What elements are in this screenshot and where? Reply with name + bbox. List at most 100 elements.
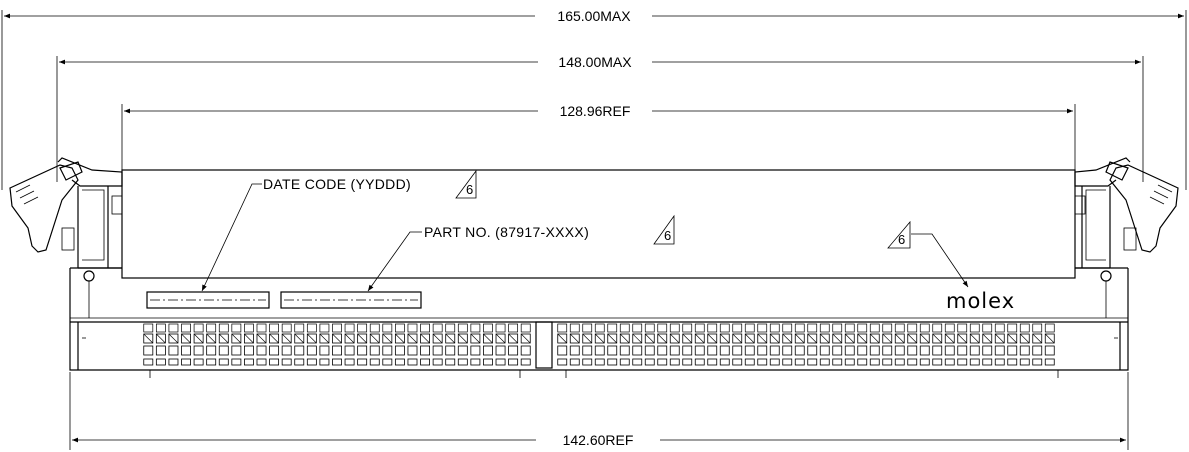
contact-pin (644, 333, 655, 344)
contact-pin (306, 358, 317, 366)
contact-pin (744, 345, 755, 356)
contact-pin (457, 333, 468, 344)
contact-pin (932, 358, 943, 366)
contact-pin (206, 333, 217, 344)
contact-pin-mark (970, 333, 980, 344)
note-ref-brand: 6 (898, 232, 905, 247)
contact-slot (782, 323, 793, 333)
contact-pin (819, 345, 830, 356)
contact-pin (1032, 358, 1043, 366)
contact-pin (457, 358, 468, 366)
contact-pin-mark (470, 333, 481, 344)
contact-pin-mark (845, 333, 855, 344)
contact-pin-mark (732, 333, 742, 344)
contact-pin (794, 358, 805, 366)
contact-pin (557, 345, 568, 356)
dimension-body-label: 148.00MAX (558, 54, 632, 70)
contact-pin (757, 333, 768, 344)
contact-slot (382, 323, 393, 333)
contact-pin-mark (870, 333, 880, 344)
contact-pin (719, 358, 730, 366)
contact-pin-mark (143, 333, 154, 344)
dimension-module: 128.96REF (121, 103, 1076, 180)
contact-pin (231, 358, 242, 366)
contact-pin-mark (682, 333, 692, 344)
contact-pin (869, 358, 880, 366)
contact-slot (1032, 323, 1043, 333)
contact-pin-mark (156, 333, 166, 344)
contact-slot (520, 323, 531, 333)
contact-pin (382, 333, 393, 344)
contact-pin (306, 333, 317, 344)
contact-pin (357, 358, 368, 366)
contact-slot (569, 323, 580, 333)
contact-pin-mark (907, 333, 917, 344)
contact-pin (143, 358, 154, 366)
contact-pin (281, 333, 292, 344)
contact-slot (332, 323, 342, 333)
contact-pin (757, 345, 768, 356)
contact-slot (882, 323, 893, 333)
contact-slot (644, 323, 655, 333)
contact-pin (607, 345, 618, 356)
contact-pin (1007, 345, 1018, 356)
contact-pin (495, 333, 506, 344)
contact-slot (857, 323, 868, 333)
contact-pin-mark (294, 333, 305, 344)
contact-pin (508, 345, 519, 356)
contact-slot (582, 323, 593, 333)
contact-pin (782, 358, 793, 366)
contact-slot (894, 323, 905, 333)
polarization-key (535, 321, 553, 369)
contact-slot (483, 323, 493, 333)
contact-pin (969, 333, 980, 344)
contact-pin (1044, 345, 1055, 356)
contact-pin (682, 333, 693, 344)
contact-pin (632, 333, 643, 344)
contact-pin-mark (757, 333, 767, 344)
contact-pin-mark (445, 333, 455, 344)
contact-pin (744, 333, 755, 344)
contact-slot (719, 323, 730, 333)
contact-pin (907, 333, 918, 344)
contact-pin (882, 333, 893, 344)
contact-array-left (143, 323, 531, 366)
contact-pin (332, 345, 342, 356)
contact-pin-mark (219, 333, 229, 344)
dimension-overall-label: 165.00MAX (557, 8, 631, 24)
contact-pin (155, 333, 166, 344)
memory-module-board (121, 169, 1076, 279)
contact-pin (869, 345, 880, 356)
contact-pin (269, 358, 280, 366)
contact-pin-mark (382, 333, 393, 344)
contact-pin (894, 345, 905, 356)
contact-pin (281, 358, 292, 366)
contact-slot (306, 323, 317, 333)
contact-pin (994, 358, 1005, 366)
contact-pin (445, 358, 456, 366)
contact-pin (432, 358, 443, 366)
contact-pin (807, 358, 818, 366)
contact-pin-mark (193, 333, 204, 344)
contact-pin (832, 358, 843, 366)
contact-pin-mark (895, 333, 905, 344)
molex-logo: molex (946, 289, 1015, 313)
contact-slot (619, 323, 630, 333)
contact-slot (357, 323, 368, 333)
contact-pin (344, 333, 355, 344)
contact-slot (1044, 323, 1055, 333)
contact-pin (919, 358, 930, 366)
contact-slot (757, 323, 768, 333)
contact-pin (669, 345, 680, 356)
contact-slot (832, 323, 843, 333)
contact-slot (193, 323, 204, 333)
contact-slot (707, 323, 718, 333)
contact-slot (1007, 323, 1018, 333)
contact-pin (306, 345, 317, 356)
contact-pin-mark (957, 333, 967, 344)
contact-pin-mark (570, 333, 580, 344)
contact-pin-mark (932, 333, 942, 344)
contact-pin (607, 358, 618, 366)
contact-pin (932, 333, 943, 344)
